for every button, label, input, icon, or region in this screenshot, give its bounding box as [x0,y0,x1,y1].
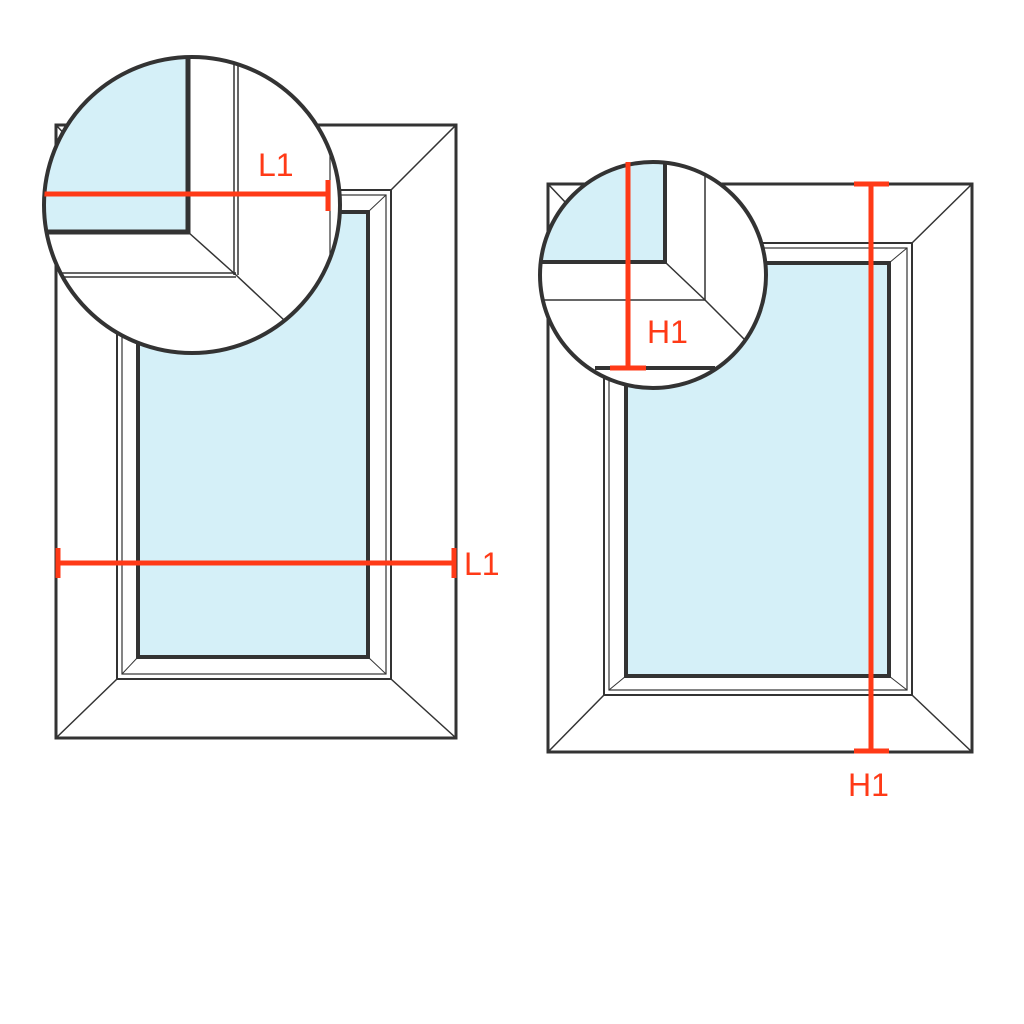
left-zoom-circle: L1 [42,55,342,355]
h1-label: H1 [848,767,889,803]
right-window [546,182,974,754]
h1-measure-line [854,181,889,754]
l1-measure-line [55,548,457,578]
l1-label: L1 [464,546,500,582]
h1-zoom-label: H1 [647,314,688,350]
l1-zoom-label: L1 [258,147,294,183]
